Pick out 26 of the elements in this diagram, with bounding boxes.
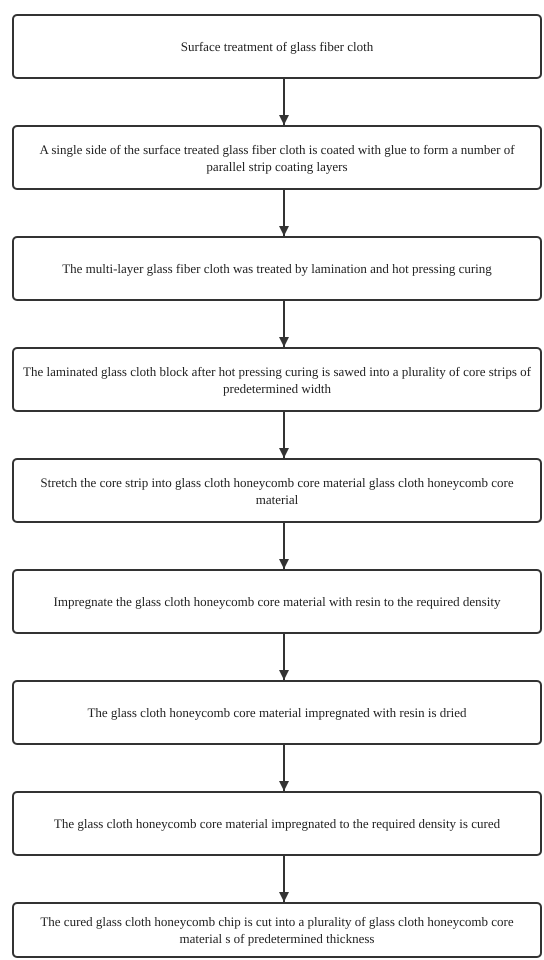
step-text: Stretch the core strip into glass cloth honeycomb core material glass cloth honeycomb core material xyxy=(39,474,515,508)
arrow xyxy=(279,79,289,125)
step-text: Surface treatment of glass fiber cloth xyxy=(180,38,374,55)
arrow xyxy=(279,190,289,236)
arrow xyxy=(279,745,289,791)
step-text: A single side of the surface treated glass fiber cloth is coated with glue to form a number of parallel strip coating layers xyxy=(38,140,516,174)
arrow xyxy=(279,856,289,902)
process-box xyxy=(12,236,542,301)
process-box xyxy=(12,347,542,412)
process-box xyxy=(12,569,542,634)
step-text: Impregnate the glass cloth honeycomb core material with resin to the required density xyxy=(54,593,500,610)
process-box xyxy=(12,791,542,856)
step-text: The cured glass cloth honeycomb chip is cut into a plurality of glass cloth honeycomb core material s of predetermined thickness xyxy=(39,913,515,947)
arrow xyxy=(279,412,289,458)
process-box xyxy=(12,680,542,745)
process-box xyxy=(12,14,542,79)
process-box xyxy=(12,125,542,190)
step-text: The laminated glass cloth block after hot pressing curing is sawed into a plurality of core strips of predetermined width xyxy=(22,362,532,396)
arrow xyxy=(279,301,289,347)
process-box xyxy=(12,458,542,523)
step-text: The glass cloth honeycomb core material impregnated to the required density is cured xyxy=(54,815,500,832)
arrow xyxy=(279,523,289,569)
step-text: The multi-layer glass fiber cloth was treated by lamination and hot pressing curing xyxy=(62,260,492,277)
process-box xyxy=(12,902,542,958)
arrow xyxy=(279,634,289,680)
step-text: The glass cloth honeycomb core material impregnated with resin is dried xyxy=(87,704,467,721)
